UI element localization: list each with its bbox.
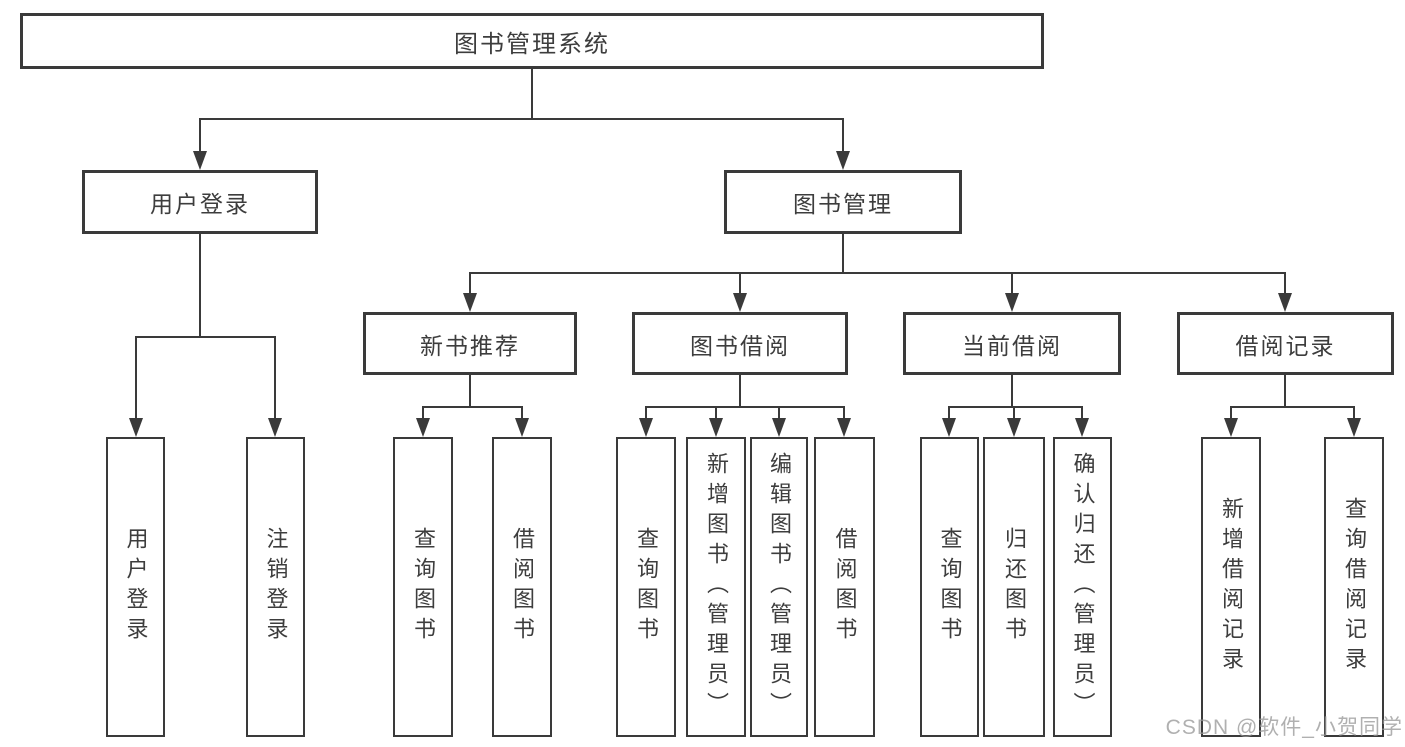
arrow-down-icon — [1005, 272, 1019, 312]
connector-vline — [739, 375, 741, 406]
node-label: 查询图书 — [634, 527, 659, 647]
node-label: 图书管理系统 — [454, 30, 610, 58]
node-label: 注销登录 — [263, 527, 289, 647]
connector-hline — [135, 336, 276, 338]
arrow-down-icon — [268, 336, 282, 437]
node-current-borrow: 当前借阅 — [903, 312, 1121, 375]
node-book-borrow: 图书借阅 — [632, 312, 848, 375]
arrow-down-icon — [193, 118, 207, 170]
connector-vline — [1011, 375, 1013, 406]
node-label: 确认归还（管理员） — [1070, 452, 1096, 722]
leaf-user-login: 用户登录 — [106, 437, 165, 737]
node-borrow-records: 借阅记录 — [1177, 312, 1394, 375]
arrow-down-icon — [709, 406, 723, 437]
arrow-down-icon — [463, 272, 477, 312]
arrow-down-icon — [733, 272, 747, 312]
arrow-down-icon — [1347, 406, 1361, 437]
connector-hline — [645, 406, 845, 408]
arrow-down-icon — [942, 406, 956, 437]
leaf-borrow-books: 借阅图书 — [814, 437, 875, 737]
arrow-down-icon — [1224, 406, 1238, 437]
connector-hline — [1230, 406, 1355, 408]
arrow-down-icon — [772, 406, 786, 437]
node-label: 借阅记录 — [1235, 332, 1336, 359]
node-label: 归还图书 — [1002, 527, 1027, 647]
leaf-query-borrow-record: 查询借阅记录 — [1324, 437, 1384, 737]
connector-vline — [842, 234, 844, 272]
arrow-down-icon — [639, 406, 653, 437]
node-label: 借阅图书 — [510, 527, 535, 647]
leaf-borrow-books-recommend: 借阅图书 — [492, 437, 552, 737]
leaf-logout: 注销登录 — [246, 437, 305, 737]
node-library-system: 图书管理系统 — [20, 13, 1044, 69]
leaf-query-books-current: 查询图书 — [920, 437, 979, 737]
node-label: 图书管理 — [793, 191, 893, 217]
node-label: 借阅图书 — [832, 527, 858, 647]
arrow-down-icon — [129, 336, 143, 437]
leaf-edit-books-admin: 编辑图书（管理员） — [750, 437, 808, 737]
node-label: 查询图书 — [937, 527, 963, 647]
node-label: 查询图书 — [411, 527, 436, 647]
node-label: 当前借阅 — [962, 332, 1062, 359]
leaf-query-books-recommend: 查询图书 — [393, 437, 453, 737]
arrow-down-icon — [1007, 406, 1021, 437]
node-user-login: 用户登录 — [82, 170, 318, 234]
leaf-add-books-admin: 新增图书（管理员） — [686, 437, 746, 737]
node-label: 新书推荐 — [420, 332, 520, 359]
leaf-add-borrow-record: 新增借阅记录 — [1201, 437, 1261, 737]
connector-hline — [469, 272, 1286, 274]
node-label: 编辑图书（管理员） — [767, 452, 792, 722]
node-label: 用户登录 — [150, 191, 250, 217]
node-label: 新增图书（管理员） — [704, 452, 729, 722]
connector-hline — [948, 406, 1083, 408]
arrow-down-icon — [416, 406, 430, 437]
connector-vline — [531, 69, 533, 118]
arrow-down-icon — [515, 406, 529, 437]
arrow-down-icon — [837, 406, 851, 437]
arrow-down-icon — [836, 118, 850, 170]
connector-hline — [199, 118, 844, 120]
leaf-confirm-return-admin: 确认归还（管理员） — [1053, 437, 1112, 737]
connector-vline — [469, 375, 471, 406]
connector-vline — [1284, 375, 1286, 406]
node-new-book-recommend: 新书推荐 — [363, 312, 577, 375]
node-label: 图书借阅 — [690, 332, 790, 359]
node-label: 查询借阅记录 — [1342, 497, 1367, 677]
connector-vline — [199, 234, 201, 336]
connector-hline — [422, 406, 523, 408]
leaf-return-books: 归还图书 — [983, 437, 1045, 737]
node-book-management: 图书管理 — [724, 170, 962, 234]
arrow-down-icon — [1278, 272, 1292, 312]
leaf-query-books-borrow: 查询图书 — [616, 437, 676, 737]
arrow-down-icon — [1075, 406, 1089, 437]
node-label: 新增借阅记录 — [1219, 497, 1244, 677]
node-label: 用户登录 — [123, 527, 149, 647]
